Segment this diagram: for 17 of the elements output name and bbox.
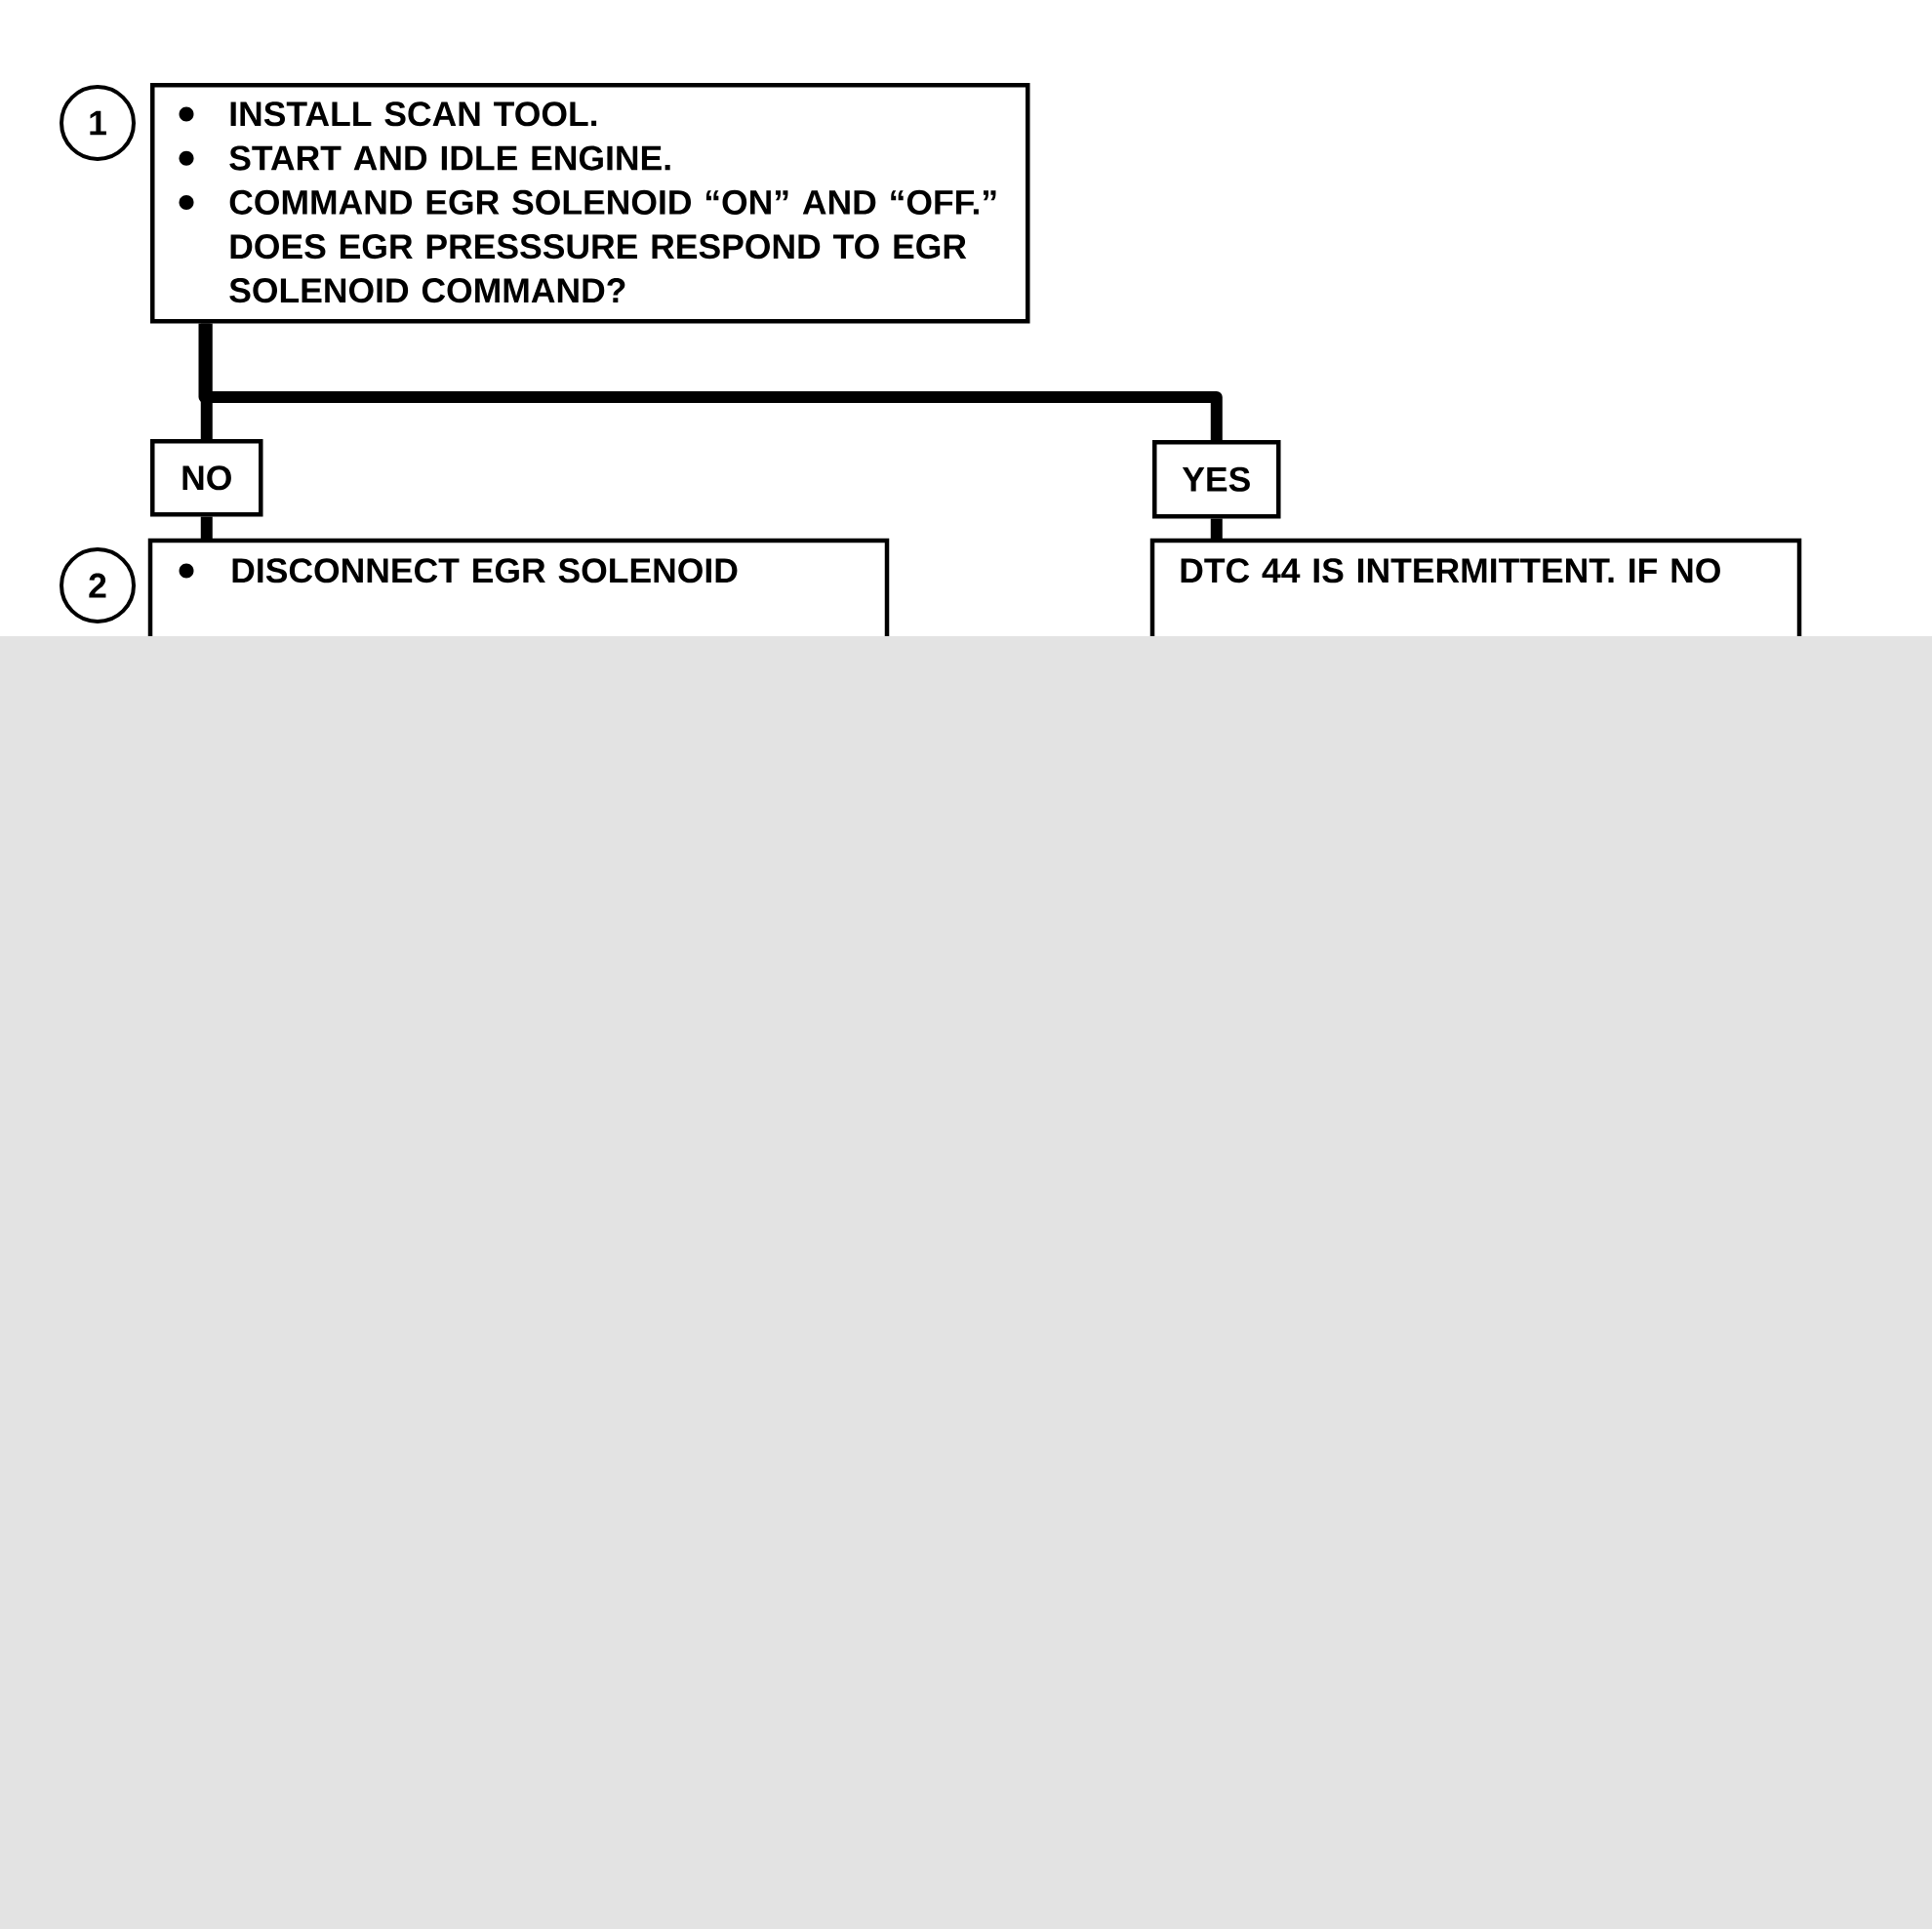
step-box [1149, 538, 1802, 636]
step-text: COMMAND EGR SOLENOID “ON” AND “OFF.” [229, 189, 996, 215]
step-text: DISCONNECT EGR SOLENOID [232, 558, 738, 583]
decision-label: NO [150, 439, 263, 517]
step-text: DTC 44 IS INTERMITTENT. IF NO [1181, 558, 1720, 583]
connector-line [198, 323, 1223, 440]
connector-line [200, 323, 213, 439]
connector-line [200, 516, 213, 541]
step-number: 2 [60, 547, 136, 623]
connector-line [1210, 518, 1223, 541]
step-box [147, 538, 890, 636]
step-number: 1 [60, 85, 136, 161]
step-text: START AND IDLE ENGINE. [229, 145, 670, 171]
step-box [150, 83, 1030, 324]
step-text: DOES EGR PRESSSURE RESPOND TO EGR SOLENOID COMMAND? [229, 234, 967, 303]
step-text: INSTALL SCAN TOOL. [230, 101, 597, 127]
decision-label: YES [1152, 440, 1281, 519]
